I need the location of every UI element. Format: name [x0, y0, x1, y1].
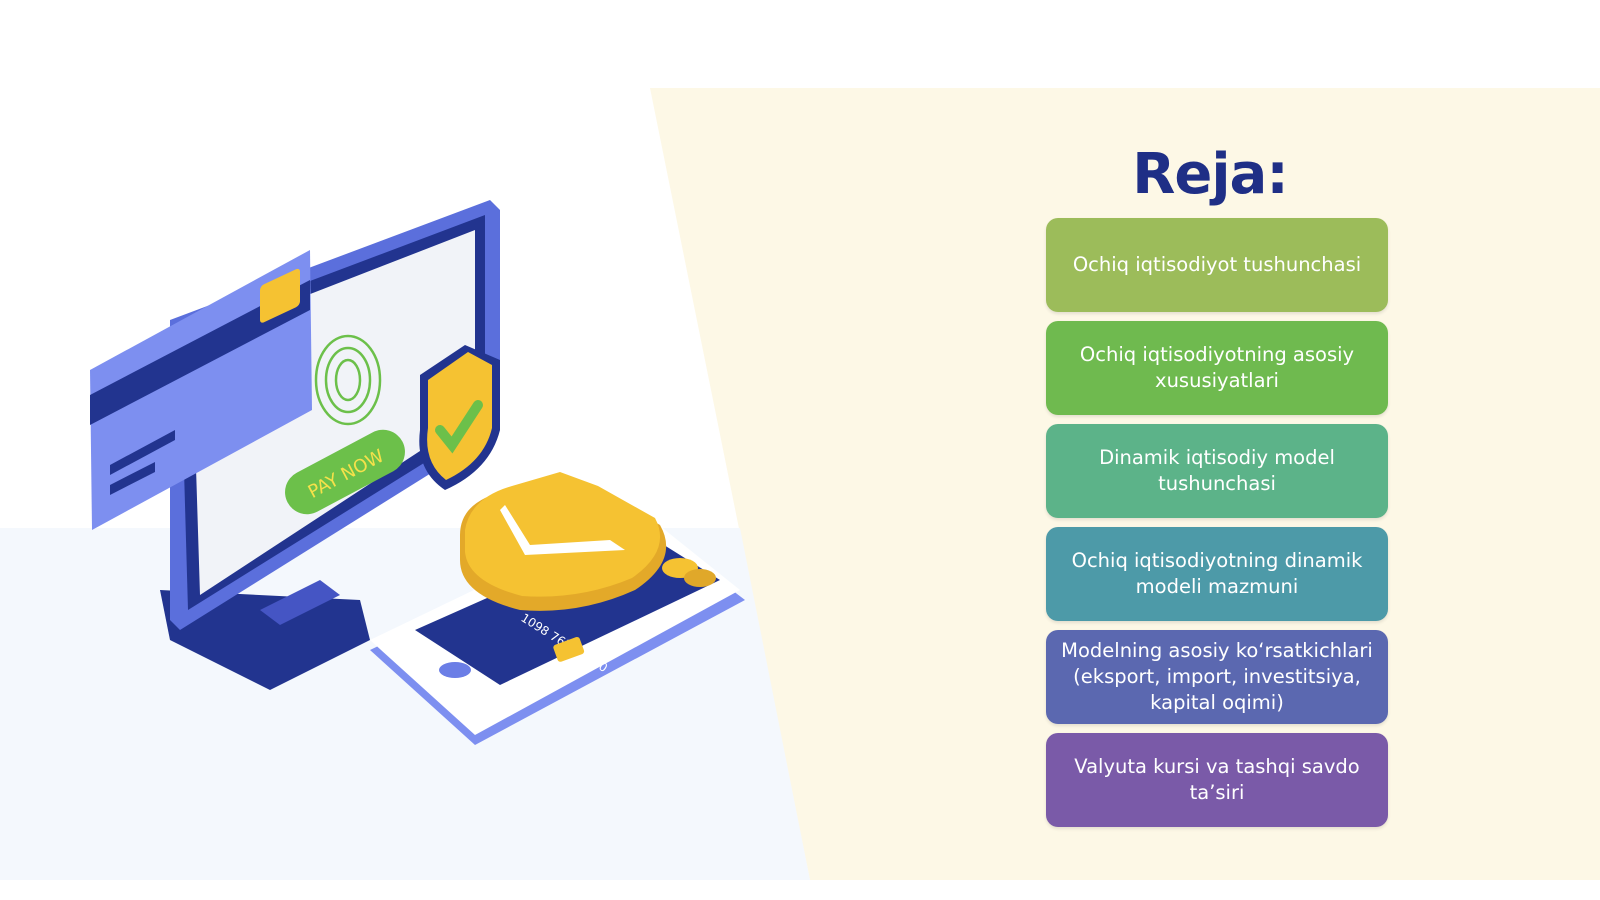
plan-item-label: Ochiq iqtisodiyot tushunchasi [1072, 253, 1362, 276]
plan-item-3: Dinamik iqtisodiy model tushunchasi [1046, 424, 1388, 518]
plan-item-label: Ochiq iqtisodiyotning dinamik modeli maz… [1071, 549, 1363, 598]
payment-security-illustration: PAY NOW 1098 7654 3210 [90, 200, 745, 745]
plan-list: Ochiq iqtisodiyot tushunchasi Ochiq iqti… [1046, 218, 1388, 836]
plan-item-6: Valyuta kursi va tashqi savdo ta’siri [1046, 733, 1388, 827]
plan-item-1: Ochiq iqtisodiyot tushunchasi [1046, 218, 1388, 312]
plan-item-label: Modelning asosiy ko‘rsatkichlari (ekspor… [1061, 639, 1373, 714]
shield-check-icon [419, 345, 500, 490]
plan-item-5: Modelning asosiy ko‘rsatkichlari (ekspor… [1046, 630, 1388, 724]
large-shield-icon [460, 472, 667, 611]
plan-item-2: Ochiq iqtisodiyotning asosiy xususiyatla… [1046, 321, 1388, 415]
plan-item-4: Ochiq iqtisodiyotning dinamik modeli maz… [1046, 527, 1388, 621]
fingerprint-icon [314, 334, 382, 426]
plan-item-label: Dinamik iqtisodiy model tushunchasi [1099, 446, 1335, 495]
plan-item-label: Ochiq iqtisodiyotning asosiy xususiyatla… [1079, 343, 1355, 392]
slide-title: Reja: [1132, 142, 1288, 207]
credit-card-icon [90, 250, 312, 530]
plan-item-label: Valyuta kursi va tashqi savdo ta’siri [1074, 755, 1360, 804]
